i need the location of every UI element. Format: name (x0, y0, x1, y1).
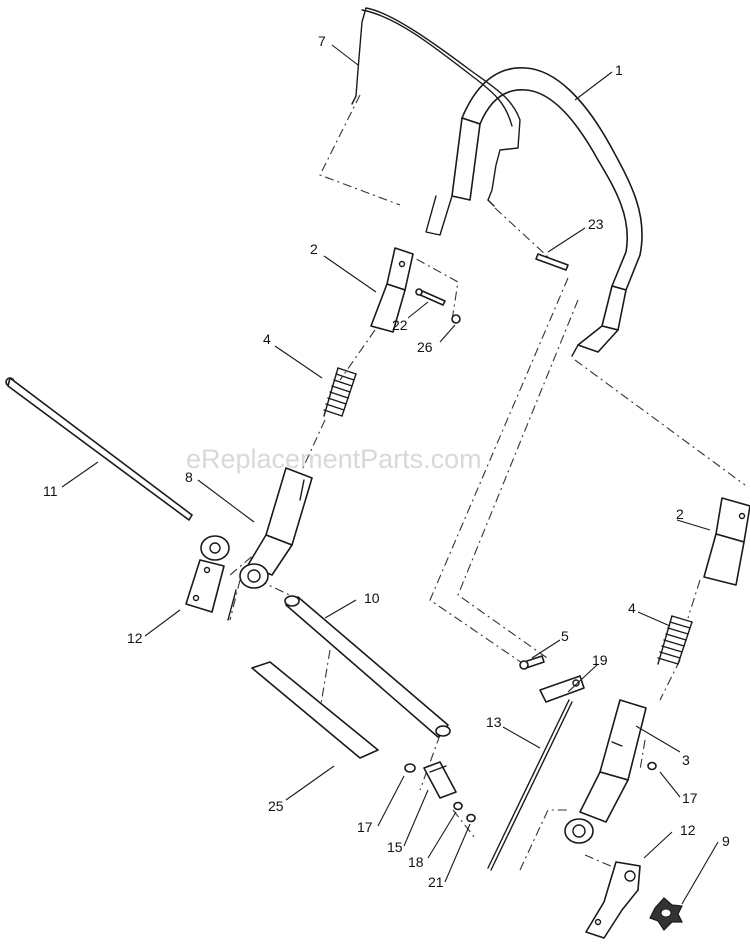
washer-17-left (404, 763, 416, 773)
knob-9 (649, 897, 683, 931)
pin-23 (535, 253, 569, 271)
link-plate-19 (539, 675, 585, 703)
callout-2-upper: 2 (310, 241, 318, 257)
bail-wire (351, 7, 521, 207)
watermark-text: eReplacementParts.com (186, 444, 482, 474)
spring-right (657, 615, 693, 665)
callout-17-right: 17 (682, 790, 698, 806)
callout-labels: 1 7 23 2 22 26 4 11 8 12 10 2 4 5 19 13 … (43, 33, 730, 890)
callout-5: 5 (561, 628, 569, 644)
handle-upper (425, 67, 643, 357)
link-rod-13 (487, 699, 573, 871)
bracket-right (585, 861, 641, 939)
nut-21 (466, 813, 476, 823)
bolt-22 (415, 288, 446, 306)
callout-26: 26 (417, 339, 433, 355)
callout-23: 23 (588, 216, 604, 232)
callout-22: 22 (392, 317, 408, 333)
bolt-5 (519, 655, 545, 670)
callout-17-left: 17 (357, 819, 373, 835)
callout-7: 7 (318, 33, 326, 49)
sleeve-upper (370, 247, 414, 333)
callout-8: 8 (185, 469, 193, 485)
height-adjuster-right (564, 699, 647, 844)
height-adjuster-left (227, 467, 313, 621)
callout-10: 10 (364, 590, 380, 606)
callout-12-left: 12 (127, 630, 143, 646)
bracket-left (185, 535, 230, 613)
callout-11: 11 (43, 483, 58, 499)
callout-12-right: 12 (680, 822, 696, 838)
leader-lines (61, 44, 719, 905)
callout-4-upper: 4 (263, 331, 271, 347)
washer-18 (453, 801, 463, 811)
callout-2-right: 2 (676, 506, 684, 522)
callout-4-right: 4 (628, 600, 636, 616)
callout-21: 21 (428, 874, 444, 890)
callout-1: 1 (615, 62, 623, 78)
callout-25: 25 (268, 798, 284, 814)
washer-17-right (647, 761, 657, 771)
cam-15 (423, 761, 457, 799)
callout-19: 19 (592, 652, 608, 668)
foam-grip (251, 661, 379, 759)
rod-11 (5, 377, 193, 521)
callout-18: 18 (408, 854, 424, 870)
sleeve-right (703, 497, 750, 586)
nut-26 (451, 314, 461, 324)
callout-13: 13 (486, 714, 502, 730)
callout-15: 15 (387, 839, 403, 855)
spring-upper (323, 367, 357, 417)
axle-tube (284, 595, 451, 738)
callout-3: 3 (682, 752, 690, 768)
callout-9: 9 (722, 833, 730, 849)
